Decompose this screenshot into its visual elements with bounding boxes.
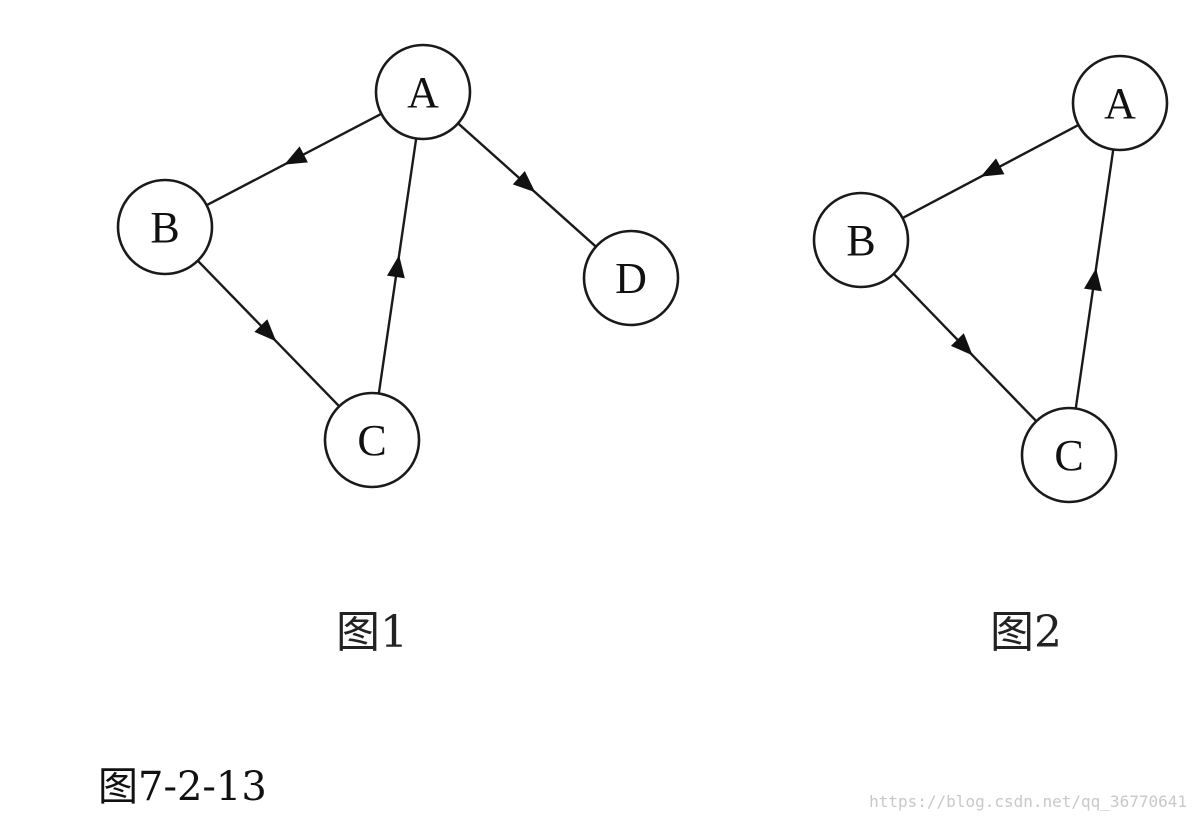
node-b: B <box>116 178 214 276</box>
node-label: C <box>1054 431 1083 480</box>
edge-c-a <box>1074 149 1115 409</box>
caption-fig2: 图2 <box>990 607 1062 658</box>
graph-fig1: A B C D <box>116 43 680 489</box>
arrow-head-icon <box>254 319 277 342</box>
edge-b-c <box>196 259 341 408</box>
arrow-head-icon <box>387 255 405 279</box>
node-circle <box>582 229 680 327</box>
node-c: C <box>323 391 421 489</box>
node-label: A <box>407 68 439 117</box>
arrow-head-icon <box>1084 268 1102 292</box>
node-d: D <box>582 229 680 327</box>
node-label: B <box>846 216 875 265</box>
node-c: C <box>1020 406 1118 504</box>
node-label: A <box>1104 79 1136 128</box>
node-circle <box>116 178 214 276</box>
arrow-head-icon <box>950 333 973 356</box>
caption-fig1: 图1 <box>336 607 408 658</box>
arrow-head-icon <box>284 146 308 165</box>
edge-a-d <box>457 122 597 248</box>
graph-fig2: A B C <box>812 54 1169 504</box>
edge-b-c <box>892 272 1038 423</box>
figure-caption: 图7-2-13 <box>98 764 267 810</box>
node-circle <box>1071 54 1169 152</box>
node-circle <box>1020 406 1118 504</box>
node-b: B <box>812 191 910 289</box>
node-a: A <box>374 43 472 141</box>
node-circle <box>812 191 910 289</box>
node-label: B <box>150 203 179 252</box>
arrow-head-icon <box>512 171 536 193</box>
arrow-head-icon <box>980 158 1005 177</box>
edge-c-a <box>377 138 418 394</box>
node-circle <box>323 391 421 489</box>
node-label: C <box>357 416 386 465</box>
watermark-text: https://blog.csdn.net/qq_36770641 <box>869 792 1187 811</box>
edge-a-b <box>206 112 382 207</box>
node-circle <box>374 43 472 141</box>
node-a: A <box>1071 54 1169 152</box>
node-label: D <box>615 254 647 303</box>
edge-a-b <box>901 123 1080 220</box>
